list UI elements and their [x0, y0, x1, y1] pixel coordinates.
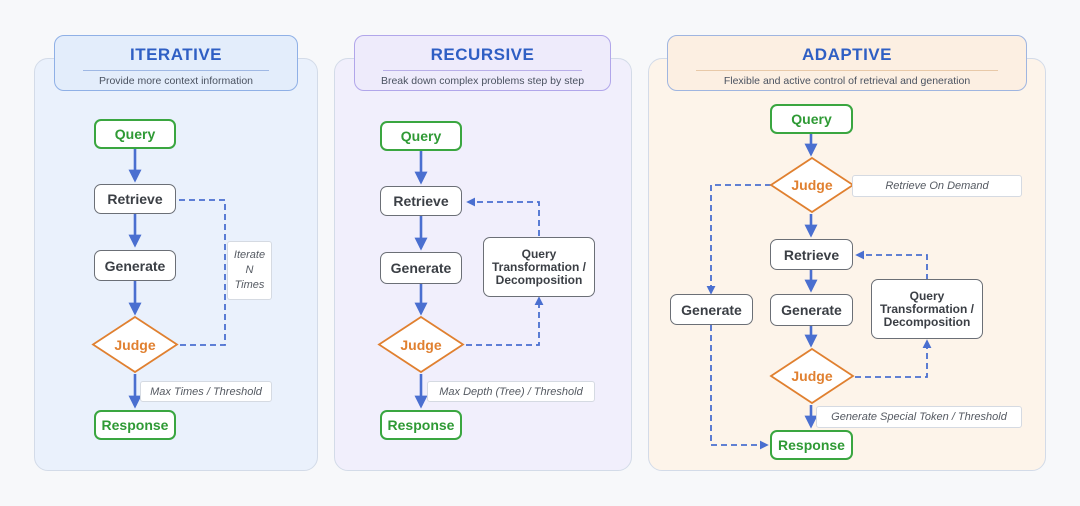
- adaptive-judge-bottom-label: Judge: [791, 368, 833, 384]
- adaptive-query-node: Query: [770, 104, 853, 134]
- iterative-judge-node: Judge: [91, 315, 179, 374]
- recursive-judge-label: Judge: [400, 336, 442, 353]
- iterative-header: ITERATIVE Provide more context informati…: [54, 35, 298, 91]
- recursive-header: RECURSIVE Break down complex problems st…: [354, 35, 611, 91]
- recursive-stop-label: Max Depth (Tree) / Threshold: [427, 381, 595, 402]
- adaptive-retrieve-node: Retrieve: [770, 239, 853, 270]
- iterative-judge-label: Judge: [114, 336, 156, 353]
- adaptive-judge-bottom-node: Judge: [769, 347, 855, 405]
- iterative-query-node: Query: [94, 119, 176, 149]
- adaptive-header: ADAPTIVE Flexible and active control of …: [667, 35, 1027, 91]
- iterative-loop-label: Iterate N Times: [227, 241, 272, 300]
- adaptive-subtitle: Flexible and active control of retrieval…: [723, 75, 971, 87]
- recursive-query-node: Query: [380, 121, 462, 151]
- adaptive-stop-label: Generate Special Token / Threshold: [816, 406, 1022, 428]
- adaptive-response-node: Response: [770, 430, 853, 460]
- recursive-response-node: Response: [380, 410, 462, 440]
- iterative-response-node: Response: [94, 410, 176, 440]
- iterative-subtitle: Provide more context information: [98, 75, 254, 87]
- recursive-generate-node: Generate: [380, 252, 462, 284]
- recursive-transform-node: Query Transformation / Decomposition: [483, 237, 595, 297]
- recursive-retrieve-node: Retrieve: [380, 186, 462, 216]
- iterative-stop-label: Max Times / Threshold: [140, 381, 272, 402]
- adaptive-retrieve-on-demand-label: Retrieve On Demand: [852, 175, 1022, 197]
- adaptive-title: ADAPTIVE: [802, 45, 892, 64]
- adaptive-transform-node: Query Transformation / Decomposition: [871, 279, 983, 339]
- iterative-retrieve-node: Retrieve: [94, 184, 176, 214]
- iterative-generate-node: Generate: [94, 250, 176, 281]
- recursive-title: RECURSIVE: [430, 45, 535, 64]
- recursive-subtitle: Break down complex problems step by step: [380, 75, 585, 87]
- iterative-title: ITERATIVE: [129, 45, 223, 64]
- adaptive-judge-top-node: Judge: [769, 156, 855, 214]
- recursive-judge-node: Judge: [377, 315, 465, 374]
- adaptive-generate-left-node: Generate: [670, 294, 753, 325]
- adaptive-generate-node: Generate: [770, 294, 853, 326]
- adaptive-judge-top-label: Judge: [791, 177, 833, 193]
